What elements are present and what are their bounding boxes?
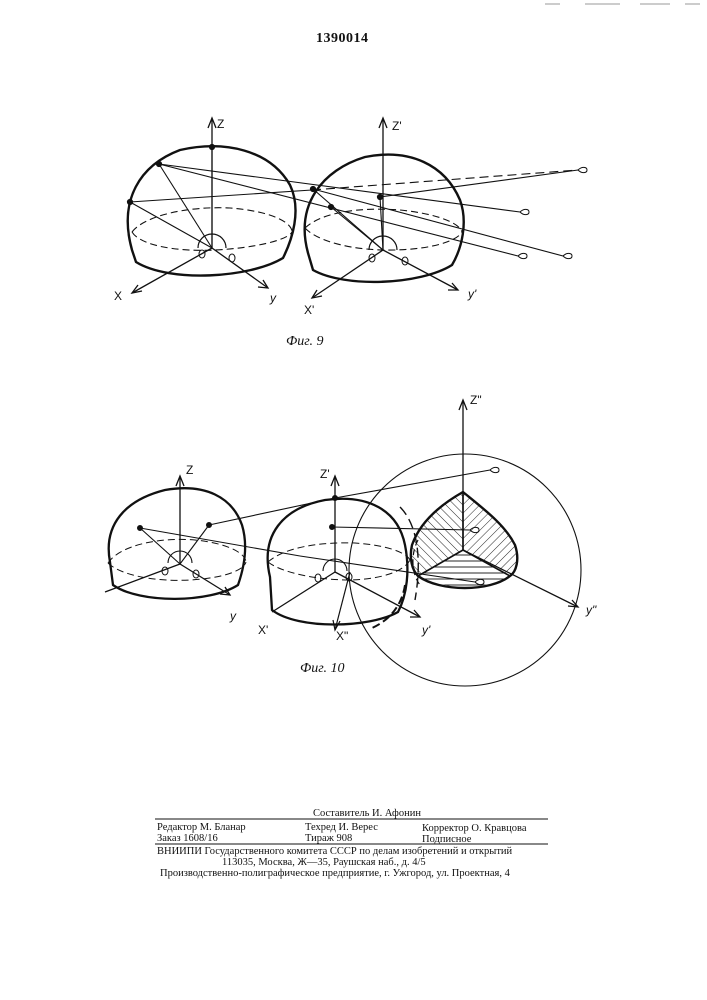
fig9-y2-label: y' [467,287,477,301]
fig9-z2-label: Z' [392,119,402,133]
fig9-x2-label: X' [304,303,314,317]
fig10-x3-label: X" [336,629,348,643]
figure-9: Z X y Z' X' y' Фиг. 9 [114,117,587,349]
fig10-x2-label: X' [258,623,268,637]
fig10-z3-label: Z" [470,393,482,407]
dome-small-left [105,476,246,599]
imprint-order: Заказ 1608/16 [157,833,218,845]
fig10-y2-label: y' [421,623,431,637]
dome-middle [268,476,420,630]
fig9-x-label: X [114,289,122,303]
imprint-circulation: Тираж 908 [305,833,352,845]
fig10-y3-label: y" [585,603,597,617]
fig9-z-label: Z [217,117,224,131]
imprint-printer: Производственно-полиграфическое предприя… [160,868,510,880]
figure-10: Z y Z' X' y' X" Z" y" Фиг. 10 [105,393,597,686]
figure-10-caption: Фиг. 10 [300,661,345,676]
imprint-compiler: Составитель И. Афонин [313,808,421,820]
figure-9-caption: Фиг. 9 [286,334,324,349]
dome-left [127,118,295,293]
hatched-body [411,492,517,588]
fig10-z2-label: Z' [320,467,330,481]
fig10-y-label: y [229,609,237,623]
fig10-z-label: Z [186,463,193,477]
imprint-subscription: Подписное [422,834,471,846]
fig9-y-label: y [269,291,277,305]
